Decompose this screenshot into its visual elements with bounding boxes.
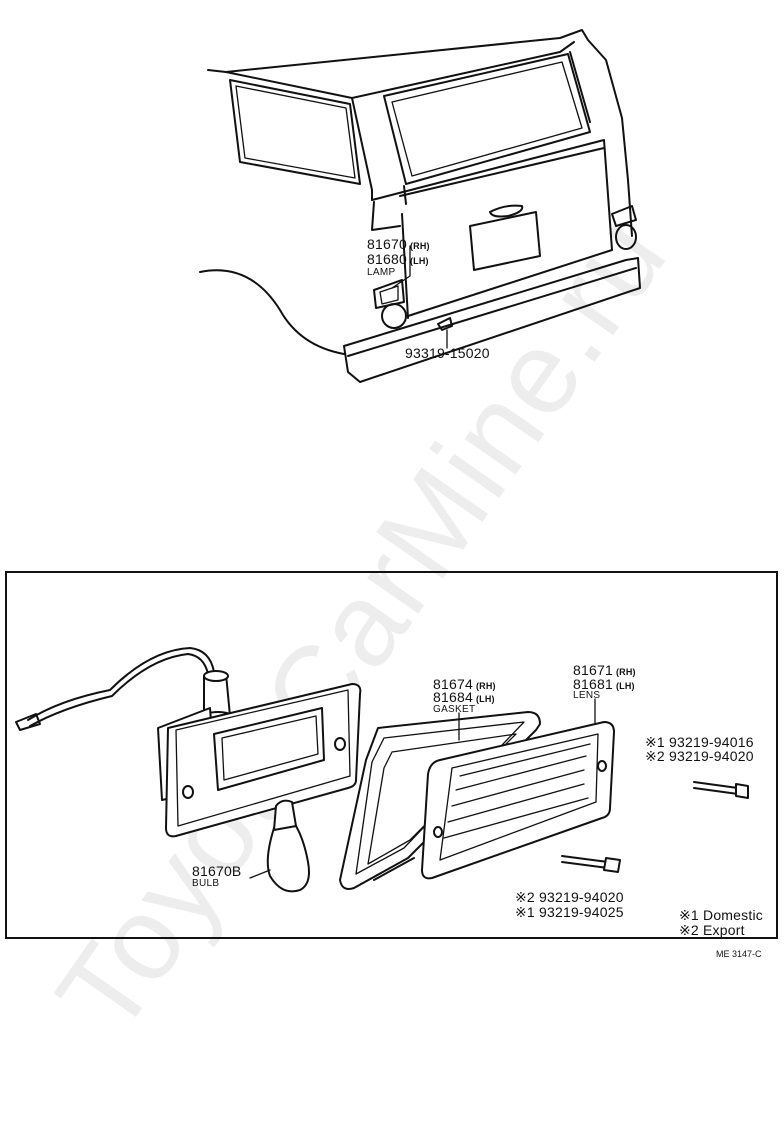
legend-domestic: ※1 Domestic	[679, 907, 763, 923]
bulb-number-label: 81670B	[192, 863, 242, 879]
screw-upper-1-label: ※1 93219-94016	[645, 734, 754, 750]
detail-frame	[5, 571, 778, 939]
screw-top-label: 93319-15020	[405, 345, 490, 361]
vehicle-rear-illustration	[199, 29, 641, 383]
screw-lower-2-label: ※2 93219-94020	[515, 889, 624, 905]
screw-upper-2-label: ※2 93219-94020	[645, 748, 754, 764]
lens-name-label: LENS	[573, 690, 601, 701]
lamp-lh-label: 81680(LH)	[367, 251, 429, 267]
lamp-rh-label: 81670(RH)	[367, 236, 430, 252]
lamp-name-label: LAMP	[367, 267, 396, 278]
lens-rh-label: 81671(RH)	[573, 662, 636, 678]
figure-code: ME 3147-C	[716, 949, 762, 959]
gasket-name-label: GASKET	[433, 704, 476, 715]
legend-export: ※2 Export	[679, 922, 745, 938]
screw-lower-1-label: ※1 93219-94025	[515, 904, 624, 920]
gasket-rh-label: 81674(RH)	[433, 676, 496, 692]
gasket-lh-label: 81684(LH)	[433, 689, 495, 705]
bulb-name-label: BULB	[192, 878, 220, 889]
lens-lh-label: 81681(LH)	[573, 676, 635, 692]
